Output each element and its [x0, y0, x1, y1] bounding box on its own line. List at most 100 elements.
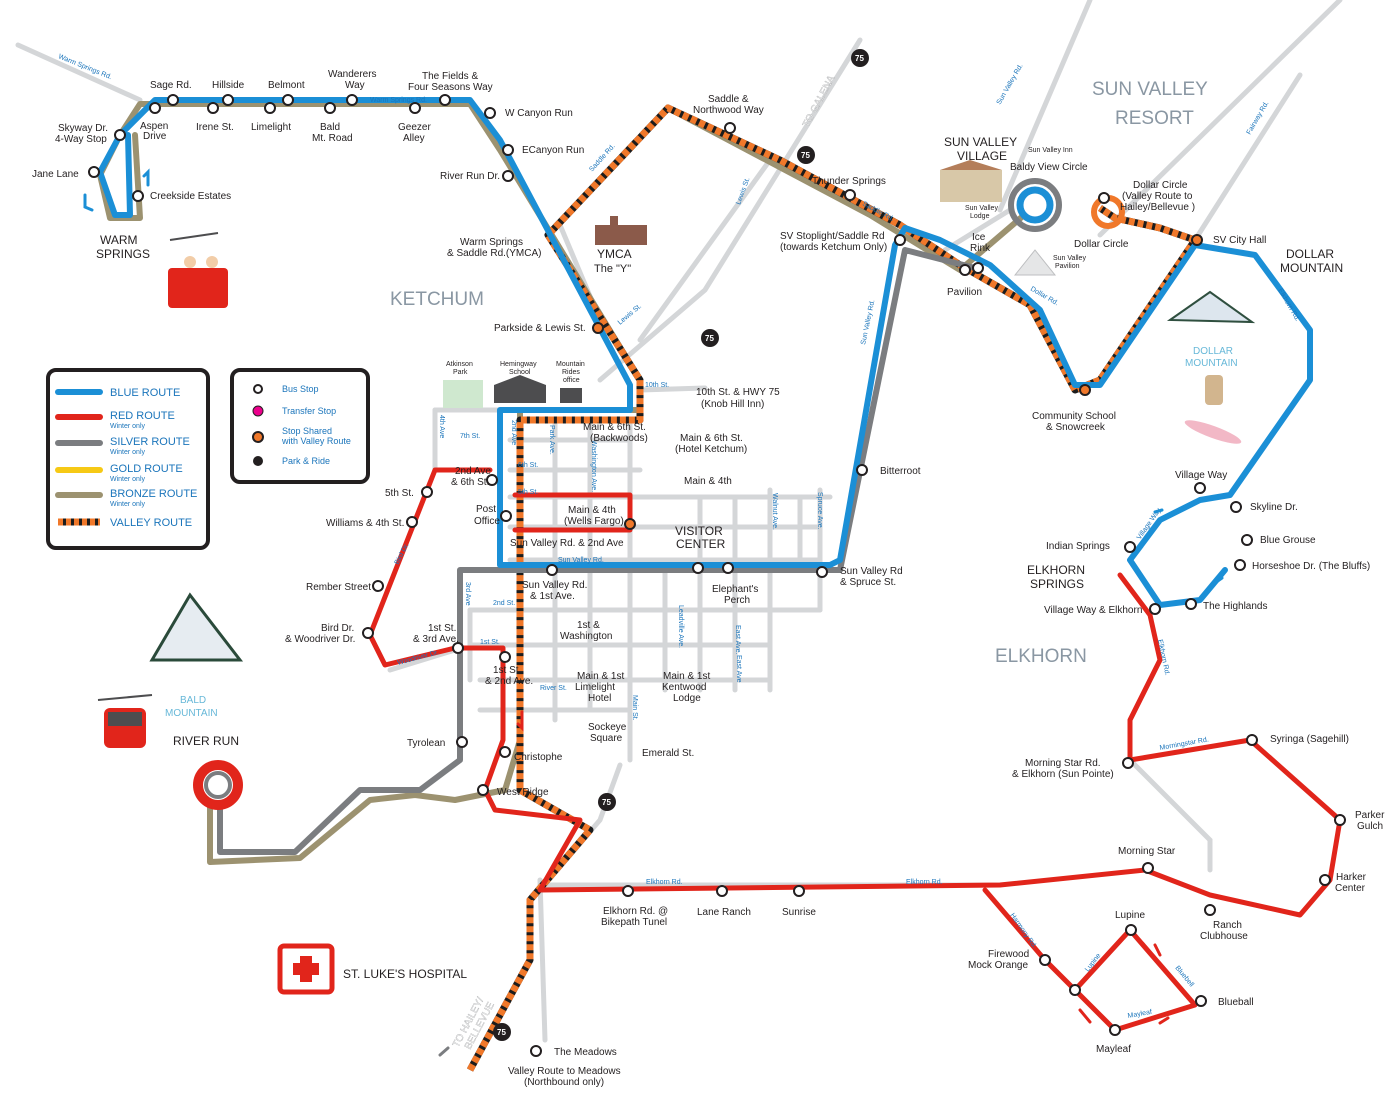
stop-label-harker-2: Center	[1335, 883, 1366, 894]
bus-stop-marker[interactable]	[1185, 598, 1197, 610]
bus-stop-marker[interactable]	[1079, 384, 1091, 396]
stop-label-warm-saddle-2: & Saddle Rd.(YMCA)	[447, 248, 541, 259]
bus-stop-marker[interactable]	[502, 144, 514, 156]
bus-stop-marker[interactable]	[1109, 1024, 1121, 1036]
stop-label-syringa: Syringa (Sagehill)	[1270, 734, 1349, 745]
stop-label-wanderers-1: Wanderers	[328, 69, 377, 80]
bus-stop-marker[interactable]	[264, 102, 276, 114]
bus-stop-marker[interactable]	[1142, 862, 1154, 874]
bus-stop-marker[interactable]	[1124, 541, 1136, 553]
visitor-center-label-1: VISITOR	[675, 524, 723, 538]
bus-stop-marker[interactable]	[692, 562, 704, 574]
bus-stop-marker[interactable]	[1230, 501, 1242, 513]
bus-stop-marker[interactable]	[149, 102, 161, 114]
stop-label-morning-star: Morning Star	[1118, 846, 1176, 857]
bus-stop-marker[interactable]	[592, 322, 604, 334]
stop-label-geezer-1: Geezer	[398, 122, 431, 133]
bus-stop-marker[interactable]	[499, 746, 511, 758]
bus-stop-marker[interactable]	[502, 170, 514, 182]
bus-stop-marker[interactable]	[477, 784, 489, 796]
bus-stop-marker[interactable]	[452, 642, 464, 654]
bus-stop-marker[interactable]	[1098, 192, 1110, 204]
bus-stop-marker[interactable]	[132, 190, 144, 202]
bus-stop-marker[interactable]	[793, 885, 805, 897]
bus-stop-marker[interactable]	[1241, 534, 1253, 546]
bus-stop-marker[interactable]	[1195, 995, 1207, 1007]
bus-stop-marker[interactable]	[972, 262, 984, 274]
hwy-75-shield-5	[493, 1023, 511, 1041]
bus-stop-marker[interactable]	[1204, 904, 1216, 916]
stop-label-jane-lane: Jane Lane	[32, 169, 79, 180]
sv-pavilion-label-1: Sun Valley	[1053, 255, 1086, 262]
bus-stop-marker[interactable]	[362, 627, 374, 639]
bus-stop-marker[interactable]	[1125, 924, 1137, 936]
bus-stop-marker[interactable]	[372, 580, 384, 592]
stop-label-highlands: The Highlands	[1203, 601, 1267, 612]
bus-stop-marker[interactable]	[959, 264, 971, 276]
legend-transfer-stop-icon	[252, 405, 264, 417]
bus-stop-marker[interactable]	[622, 885, 634, 897]
stop-label-skyline: Skyline Dr.	[1250, 502, 1298, 513]
bus-stop-marker[interactable]	[1039, 954, 1051, 966]
street-washington-ave: Washington Ave.	[590, 440, 597, 492]
legend-red-note: Winter only	[110, 423, 146, 430]
bus-stop-marker[interactable]	[724, 122, 736, 134]
stop-label-first-wash-2: Washington	[560, 631, 612, 642]
hwy-75-label-5: 75	[497, 1028, 506, 1037]
elkhorn-springs-label-2: SPRINGS	[1030, 577, 1084, 591]
bus-stop-marker[interactable]	[722, 562, 734, 574]
stop-label-fields-1: The Fields &	[422, 71, 478, 82]
bus-stop-marker[interactable]	[114, 129, 126, 141]
bus-stop-marker[interactable]	[1122, 757, 1134, 769]
bus-stop-marker[interactable]	[346, 94, 358, 106]
stop-label-dollar-circle-b: Dollar Circle	[1074, 239, 1129, 250]
stop-label-river-run-dr: River Run Dr.	[440, 171, 500, 182]
street-lewis-st-2: Lewis St.	[617, 303, 643, 327]
bus-stop-marker[interactable]	[1319, 874, 1331, 886]
bus-stop-marker[interactable]	[439, 94, 451, 106]
bus-stop-marker[interactable]	[1334, 814, 1346, 826]
bus-stop-marker[interactable]	[324, 102, 336, 114]
bus-stop-marker[interactable]	[484, 107, 496, 119]
bus-stop-marker[interactable]	[409, 102, 421, 114]
bus-stop-marker[interactable]	[500, 510, 512, 522]
bus-stop-marker[interactable]	[167, 94, 179, 106]
hemingway-label-1: Hemingway	[500, 361, 537, 368]
bus-stop-marker[interactable]	[222, 94, 234, 106]
stop-label-parker-2: Gulch	[1357, 821, 1383, 832]
stop-label-first-third-2: & 3rd Ave.	[413, 634, 459, 645]
street-elkhorn-rd-2: Elkhorn Rd.	[906, 879, 943, 886]
bus-stop-marker[interactable]	[624, 518, 636, 530]
street-sun-valley-rd-main: Sun Valley Rd.	[558, 557, 604, 564]
bus-stop-marker[interactable]	[530, 1045, 542, 1057]
bus-stop-marker[interactable]	[1149, 603, 1161, 615]
bus-stop-marker[interactable]	[844, 189, 856, 201]
hemingway-label-2: School	[509, 369, 531, 376]
stop-label-fifth: 5th St.	[385, 488, 414, 499]
legend-bronze-label: BRONZE ROUTE	[110, 488, 197, 500]
bus-stop-marker[interactable]	[1069, 984, 1081, 996]
bus-stop-marker[interactable]	[282, 94, 294, 106]
stop-label-belmont: Belmont	[268, 80, 305, 91]
street-bird-dr: Bird Dr.	[394, 542, 411, 566]
bus-stop-marker[interactable]	[716, 885, 728, 897]
dollar-mountain-label-1: DOLLAR	[1286, 247, 1334, 261]
bus-stop-marker[interactable]	[1246, 734, 1258, 746]
bus-stop-marker[interactable]	[1191, 234, 1203, 246]
atkinson-label-2: Park	[453, 369, 468, 376]
bus-stop-marker[interactable]	[499, 651, 511, 663]
street-warm-springs-rd-2: Warm Springs Rd.	[370, 97, 427, 104]
bus-stop-marker[interactable]	[856, 464, 868, 476]
bus-stop-marker[interactable]	[207, 102, 219, 114]
bus-stop-marker[interactable]	[406, 516, 418, 528]
bus-stop-marker[interactable]	[456, 736, 468, 748]
bus-stop-marker[interactable]	[816, 566, 828, 578]
bus-stop-marker[interactable]	[421, 486, 433, 498]
bus-stop-marker[interactable]	[1234, 559, 1246, 571]
stop-label-bald-mt-1: Bald	[320, 122, 340, 133]
bus-stop-marker[interactable]	[894, 234, 906, 246]
bus-stop-marker[interactable]	[88, 166, 100, 178]
bus-stop-marker[interactable]	[486, 474, 498, 486]
bus-stop-marker[interactable]	[1194, 482, 1206, 494]
bus-stop-marker[interactable]	[546, 564, 558, 576]
